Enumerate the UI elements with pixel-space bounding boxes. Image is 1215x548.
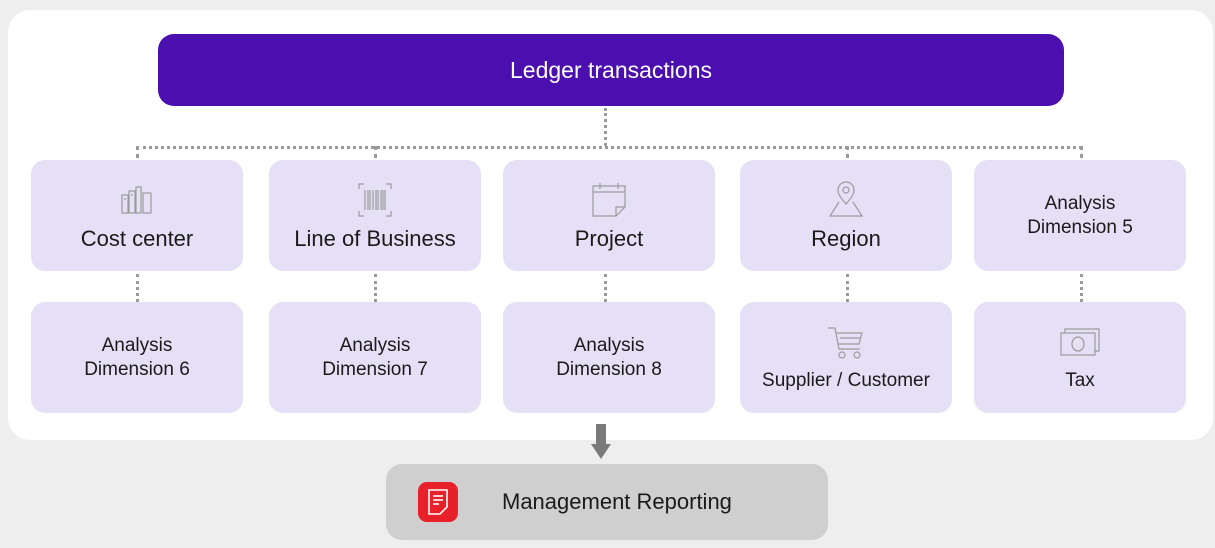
project-label: Project <box>574 225 644 251</box>
supplier-customer-label: Supplier / Customer <box>762 369 930 391</box>
tax-card: Tax <box>974 302 1186 413</box>
map-pin-icon <box>826 180 866 220</box>
region-card: Region <box>740 160 952 271</box>
line-of-business-label: Line of Business <box>294 225 456 251</box>
analysis-dimension-5-line1: Analysis <box>1044 192 1116 214</box>
connector-col-5 <box>1080 274 1083 302</box>
region-label: Region <box>811 225 881 251</box>
cost-center-label: Cost center <box>80 225 194 251</box>
connector-horizontal <box>136 146 1082 149</box>
analysis-dimension-6-card: Analysis Dimension 6 <box>31 302 243 413</box>
analysis-dimension-7-card: Analysis Dimension 7 <box>269 302 481 413</box>
connector-col-4 <box>846 274 849 302</box>
cost-center-card: Cost center <box>31 160 243 271</box>
analysis-dimension-5-line2: Dimension 5 <box>1027 216 1133 238</box>
connector-col-1 <box>136 274 139 302</box>
ledger-transactions-box: Ledger transactions <box>158 34 1064 106</box>
connector-drop-1 <box>136 146 139 158</box>
connector-top-stem <box>604 108 607 146</box>
line-of-business-card: Line of Business <box>269 160 481 271</box>
analysis-dimension-8-line2: Dimension 8 <box>556 358 662 380</box>
books-icon <box>120 180 154 220</box>
management-reporting-box: Management Reporting <box>386 464 828 540</box>
report-document-icon <box>418 482 458 522</box>
connector-drop-4 <box>846 146 849 158</box>
connector-col-2 <box>374 274 377 302</box>
analysis-dimension-5-card: Analysis Dimension 5 <box>974 160 1186 271</box>
supplier-customer-card: Supplier / Customer <box>740 302 952 413</box>
analysis-dimension-7-line2: Dimension 7 <box>322 358 428 380</box>
down-arrow-icon <box>591 424 611 465</box>
analysis-dimension-8-line1: Analysis <box>573 334 645 356</box>
calendar-icon <box>590 180 628 220</box>
ledger-transactions-label: Ledger transactions <box>509 56 712 83</box>
analysis-dimension-6-line2: Dimension 6 <box>84 358 190 380</box>
tax-label: Tax <box>1065 369 1095 391</box>
connector-drop-5 <box>1080 146 1083 158</box>
shopping-cart-icon <box>826 323 866 363</box>
management-reporting-label: Management Reporting <box>502 489 732 514</box>
connector-drop-2 <box>374 146 377 158</box>
analysis-dimension-6-line1: Analysis <box>101 334 173 356</box>
analysis-dimension-7-line1: Analysis <box>339 334 411 356</box>
banknote-icon <box>1059 323 1101 363</box>
project-card: Project <box>503 160 715 271</box>
connector-col-3 <box>604 274 607 302</box>
barcode-icon <box>357 180 393 220</box>
analysis-dimension-8-card: Analysis Dimension 8 <box>503 302 715 413</box>
